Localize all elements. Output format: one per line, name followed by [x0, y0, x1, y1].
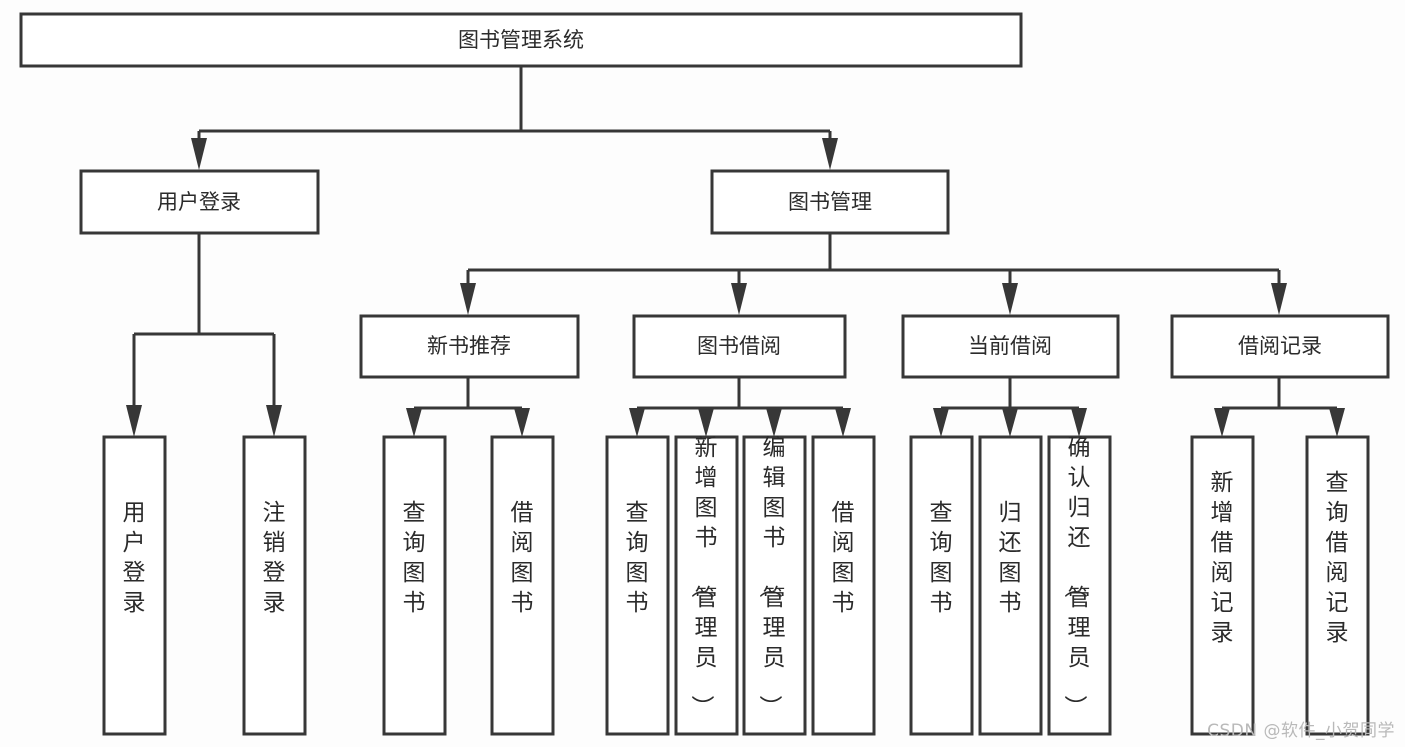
- leaf-current-return-label: 归还图书: [999, 500, 1022, 616]
- leaf-current-return[interactable]: 归还图书: [978, 435, 1043, 736]
- leaf-record-query-label: 查询借阅记录: [1326, 470, 1349, 646]
- book-borrow-label: 图书借阅: [697, 334, 781, 358]
- node-book-manage[interactable]: 图书管理: [710, 169, 950, 235]
- arrow-to-leaf-user-login: [126, 405, 142, 437]
- leaf-user-login[interactable]: 用户登录: [102, 435, 167, 736]
- arrow-to-newbook-leaf-2: [514, 408, 530, 437]
- leaf-logout-box[interactable]: [242, 435, 307, 736]
- leaf-record-add-box[interactable]: [1190, 435, 1255, 736]
- leaf-newbook-query-box[interactable]: [382, 435, 447, 736]
- node-new-book-recommend[interactable]: 新书推荐: [359, 314, 580, 379]
- leaf-borrow-query-box[interactable]: [605, 435, 670, 736]
- node-book-borrow[interactable]: 图书借阅: [632, 314, 847, 379]
- node-current-borrow[interactable]: 当前借阅: [901, 314, 1120, 379]
- root-box[interactable]: [19, 12, 1023, 68]
- arrow-to-newbook-leaf-1: [406, 408, 422, 437]
- book-manage-label: 图书管理: [788, 190, 872, 214]
- book-borrow-box[interactable]: [632, 314, 847, 379]
- leaf-borrow-add-label: 新增图书（管理员）: [689, 435, 718, 718]
- connector-layer: [126, 66, 1345, 437]
- leaf-current-query-box[interactable]: [909, 435, 974, 736]
- leaf-record-query[interactable]: 查询借阅记录: [1305, 435, 1370, 736]
- leaf-current-confirm-return-label: 确认归还（管理员）: [1062, 435, 1091, 718]
- leaf-newbook-query-label: 查询图书: [403, 500, 426, 616]
- arrow-to-leaf-logout: [266, 405, 282, 437]
- leaf-current-query-label: 查询图书: [930, 500, 953, 616]
- leaf-borrow-book[interactable]: 借阅图书: [811, 435, 876, 736]
- leaf-borrow-edit[interactable]: 编辑图书（管理员）: [742, 435, 807, 736]
- node-root[interactable]: 图书管理系统: [19, 12, 1023, 68]
- leaf-record-query-box[interactable]: [1305, 435, 1370, 736]
- leaf-current-query[interactable]: 查询图书: [909, 435, 974, 736]
- leaf-borrow-add-box[interactable]: [674, 435, 739, 736]
- arrow-to-current-leaf-2: [1002, 408, 1018, 437]
- leaf-logout[interactable]: 注销登录: [242, 435, 307, 736]
- leaf-current-confirm-return-box[interactable]: [1047, 435, 1112, 736]
- arrow-to-new-book: [460, 283, 476, 315]
- leaf-borrow-edit-box[interactable]: [742, 435, 807, 736]
- leaf-borrow-add[interactable]: 新增图书（管理员）: [674, 435, 739, 736]
- leaf-newbook-query[interactable]: 查询图书: [382, 435, 447, 736]
- current-borrow-label: 当前借阅: [968, 334, 1052, 358]
- leaf-logout-label: 注销登录: [263, 500, 286, 616]
- csdn-watermark: CSDN @软件_小贺同学: [1207, 721, 1395, 741]
- leaf-borrow-book-box[interactable]: [811, 435, 876, 736]
- leaf-record-add-label: 新增借阅记录: [1211, 470, 1234, 646]
- leaf-borrow-book-label: 借阅图书: [832, 500, 855, 616]
- leaf-record-add[interactable]: 新增借阅记录: [1190, 435, 1255, 736]
- root-label: 图书管理系统: [458, 28, 584, 52]
- arrow-to-borrow-leaf-1: [629, 408, 645, 437]
- leaf-borrow-query[interactable]: 查询图书: [605, 435, 670, 736]
- current-borrow-box[interactable]: [901, 314, 1120, 379]
- leaf-current-confirm-return[interactable]: 确认归还（管理员）: [1047, 435, 1112, 736]
- leaf-borrow-edit-label: 编辑图书（管理员）: [757, 435, 786, 718]
- leaf-newbook-borrow-box[interactable]: [490, 435, 555, 736]
- arrow-to-borrow-record: [1271, 283, 1287, 315]
- leaf-newbook-borrow[interactable]: 借阅图书: [490, 435, 555, 736]
- leaf-current-return-box[interactable]: [978, 435, 1043, 736]
- arrow-to-book-borrow: [731, 283, 747, 315]
- arrow-to-book-manage: [822, 138, 838, 170]
- arrow-to-borrow-leaf-2: [698, 408, 714, 437]
- leaf-user-login-box[interactable]: [102, 435, 167, 736]
- arrow-to-current-leaf-1: [933, 408, 949, 437]
- arrow-to-borrow-leaf-4: [835, 408, 851, 437]
- borrow-record-box[interactable]: [1170, 314, 1390, 379]
- node-user-login[interactable]: 用户登录: [79, 169, 320, 235]
- user-login-label: 用户登录: [157, 190, 241, 214]
- book-manage-box[interactable]: [710, 169, 950, 235]
- leaf-borrow-query-label: 查询图书: [626, 500, 649, 616]
- user-login-box[interactable]: [79, 169, 320, 235]
- node-borrow-record[interactable]: 借阅记录: [1170, 314, 1390, 379]
- arrow-to-current-borrow: [1002, 283, 1018, 315]
- arrow-to-record-leaf-2: [1329, 408, 1345, 437]
- borrow-record-label: 借阅记录: [1238, 334, 1322, 358]
- leaf-user-login-label: 用户登录: [123, 500, 146, 616]
- new-book-recommend-box[interactable]: [359, 314, 580, 379]
- arrow-to-current-leaf-3: [1071, 408, 1087, 437]
- arrow-to-borrow-leaf-3: [766, 408, 782, 437]
- new-book-recommend-label: 新书推荐: [427, 334, 511, 358]
- arrow-to-user-login: [191, 138, 207, 170]
- leaf-newbook-borrow-label: 借阅图书: [511, 500, 534, 616]
- arrow-to-record-leaf-1: [1214, 408, 1230, 437]
